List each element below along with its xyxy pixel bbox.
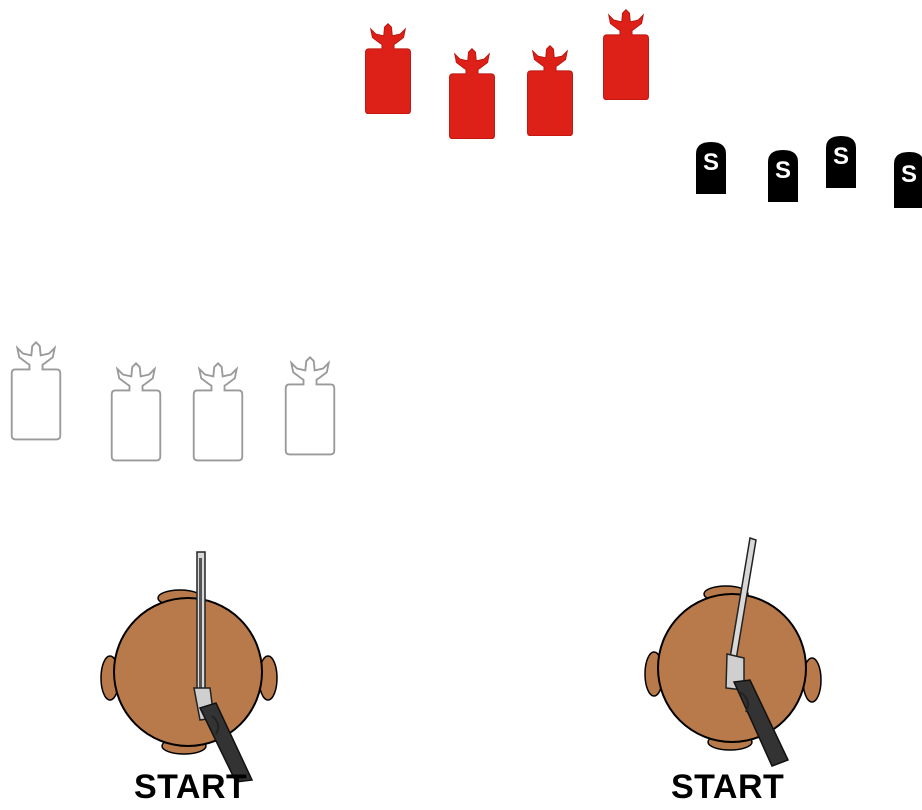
steel-target: S: [890, 150, 922, 210]
start-label-left: START: [134, 770, 247, 804]
shooter-left: [100, 548, 300, 788]
steel-target: S: [692, 140, 730, 196]
start-label-right: START: [671, 770, 784, 804]
outline-target: [8, 335, 64, 443]
red-target: [362, 20, 414, 114]
shooter-left-hat: [114, 598, 262, 746]
shooter-right: [640, 534, 840, 774]
red-target: [524, 42, 576, 136]
red-target: [446, 45, 498, 139]
steel-target: S: [822, 134, 860, 190]
steel-target-label: S: [833, 143, 849, 170]
outline-target: [282, 350, 338, 458]
steel-target-label: S: [775, 157, 791, 184]
red-target: [600, 6, 652, 100]
outline-target: [108, 356, 164, 464]
steel-target-label: S: [901, 161, 917, 188]
steel-target-label: S: [703, 149, 719, 176]
steel-target: S: [764, 148, 802, 204]
outline-target: [190, 356, 246, 464]
